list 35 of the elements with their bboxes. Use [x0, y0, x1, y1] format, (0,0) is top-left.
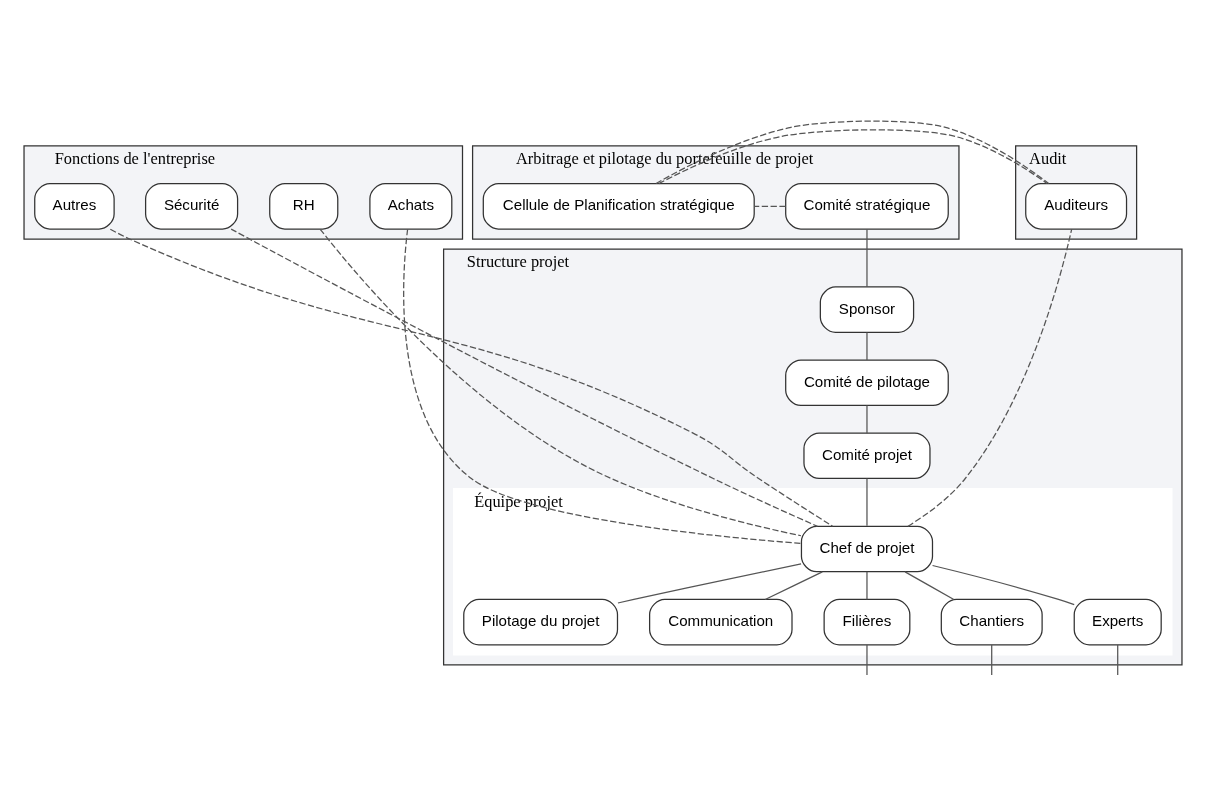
connector	[904, 570, 955, 600]
connector	[931, 564, 1075, 605]
node-box: Pilotage du projet	[463, 598, 619, 645]
node-box: Chantiers	[940, 598, 1043, 645]
connector	[753, 205, 787, 207]
node-box: Comité de pilotage	[785, 358, 949, 406]
node-box: Sponsor	[819, 285, 915, 333]
node-box: Cellule de Planification stratégique	[482, 182, 755, 230]
node-box: Autres	[34, 182, 115, 230]
connector	[866, 643, 868, 675]
node-box: Sécurité	[145, 182, 239, 230]
connector	[617, 562, 802, 604]
connector	[319, 228, 802, 536]
connector	[907, 227, 1073, 527]
connector	[1117, 643, 1119, 675]
node-box: Filières	[823, 598, 911, 645]
node-box: Comité stratégique	[785, 182, 949, 230]
connector	[866, 477, 868, 526]
connector	[866, 570, 868, 600]
node-box: Comité projet	[803, 432, 931, 479]
node-box: RH	[269, 182, 339, 230]
node-box: Achats	[369, 182, 453, 230]
node-box: Chef de projet	[800, 525, 934, 572]
connector	[866, 228, 868, 288]
connector	[866, 404, 868, 434]
connector	[764, 570, 823, 600]
node-box: Auditeurs	[1025, 182, 1128, 230]
connector	[403, 228, 802, 544]
node-box: Communication	[649, 598, 793, 645]
connector	[655, 120, 1050, 184]
connector	[991, 643, 993, 675]
node-box: Experts	[1073, 598, 1162, 645]
connector	[230, 227, 819, 527]
connector	[109, 228, 834, 527]
connector	[866, 331, 868, 361]
